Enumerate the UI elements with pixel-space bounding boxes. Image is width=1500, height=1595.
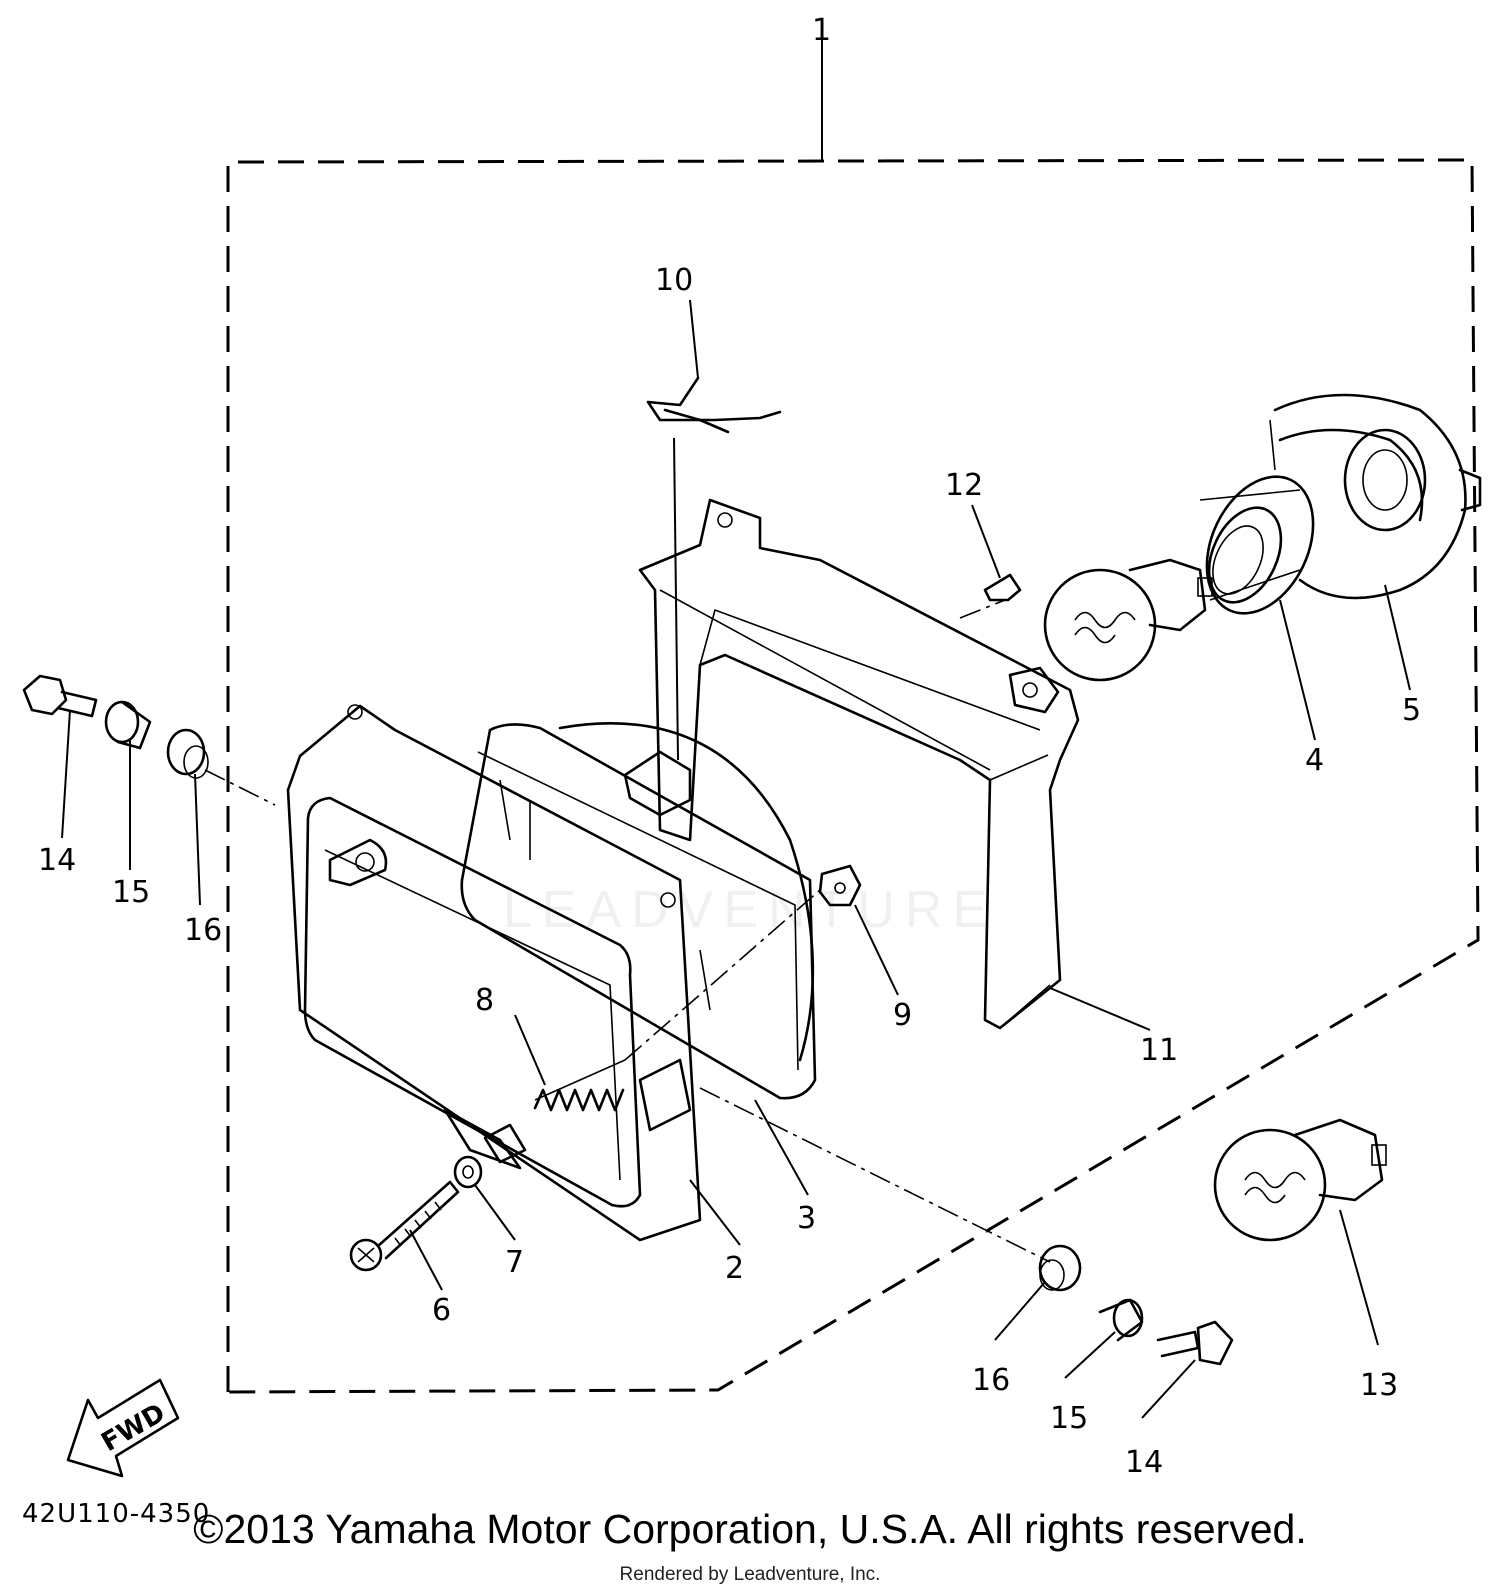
part-5-rear-cover <box>1269 393 1482 600</box>
callout-labels: 1 2 3 4 5 6 7 8 9 10 11 12 13 14 15 16 1… <box>38 13 1421 1480</box>
callout-10: 10 <box>655 263 693 298</box>
callout-14-left: 14 <box>38 843 76 878</box>
callout-16-right: 16 <box>972 1363 1010 1398</box>
callout-1: 1 <box>812 13 831 48</box>
part-6-screw <box>349 1180 460 1272</box>
part-9-nut <box>818 864 862 907</box>
part-10-clip <box>646 376 782 434</box>
alignment-lines <box>624 599 1051 1263</box>
callout-16-left: 16 <box>184 913 222 948</box>
callout-13: 13 <box>1360 1368 1398 1403</box>
part-12-pilot-bulb <box>983 573 1022 602</box>
rendered-by-text: Rendered by Leadventure, Inc. <box>619 1564 881 1585</box>
part-7-washer <box>453 1155 483 1189</box>
callout-9: 9 <box>893 998 912 1033</box>
callout-7: 7 <box>505 1245 524 1280</box>
part-3-sealed-beam <box>460 722 817 1100</box>
headlight-bulb <box>1043 558 1213 682</box>
callout-12: 12 <box>945 468 983 503</box>
leader-lines <box>61 299 1411 1419</box>
diagram-code: 42U110-4350 <box>22 1499 210 1529</box>
callout-2: 2 <box>725 1251 744 1286</box>
copyright-notice: ©2013 Yamaha Motor Corporation, U.S.A. A… <box>193 1506 1307 1552</box>
callout-14-right: 14 <box>1125 1445 1163 1480</box>
part-8-spring <box>533 1059 626 1112</box>
assembly-boundary <box>226 40 1480 1394</box>
callout-3: 3 <box>797 1201 816 1236</box>
part-4-socket-ring <box>1199 475 1315 615</box>
fasteners-left <box>22 674 276 806</box>
part-2-rim <box>286 704 702 1242</box>
callout-8: 8 <box>475 983 494 1018</box>
callout-5: 5 <box>1402 693 1421 728</box>
callout-15-right: 15 <box>1050 1401 1088 1436</box>
callout-6: 6 <box>432 1293 451 1328</box>
leadventure-watermark: LEADVENTURE <box>502 881 998 939</box>
part-13-bulb <box>1213 1118 1387 1242</box>
fwd-arrow: FWD <box>66 1378 180 1478</box>
callout-15-left: 15 <box>112 875 150 910</box>
fwd-label: FWD <box>97 1398 171 1458</box>
part-11-housing <box>638 498 1080 1030</box>
callout-11: 11 <box>1140 1033 1178 1068</box>
callout-4: 4 <box>1305 743 1324 778</box>
fasteners-right <box>1038 1244 1234 1366</box>
